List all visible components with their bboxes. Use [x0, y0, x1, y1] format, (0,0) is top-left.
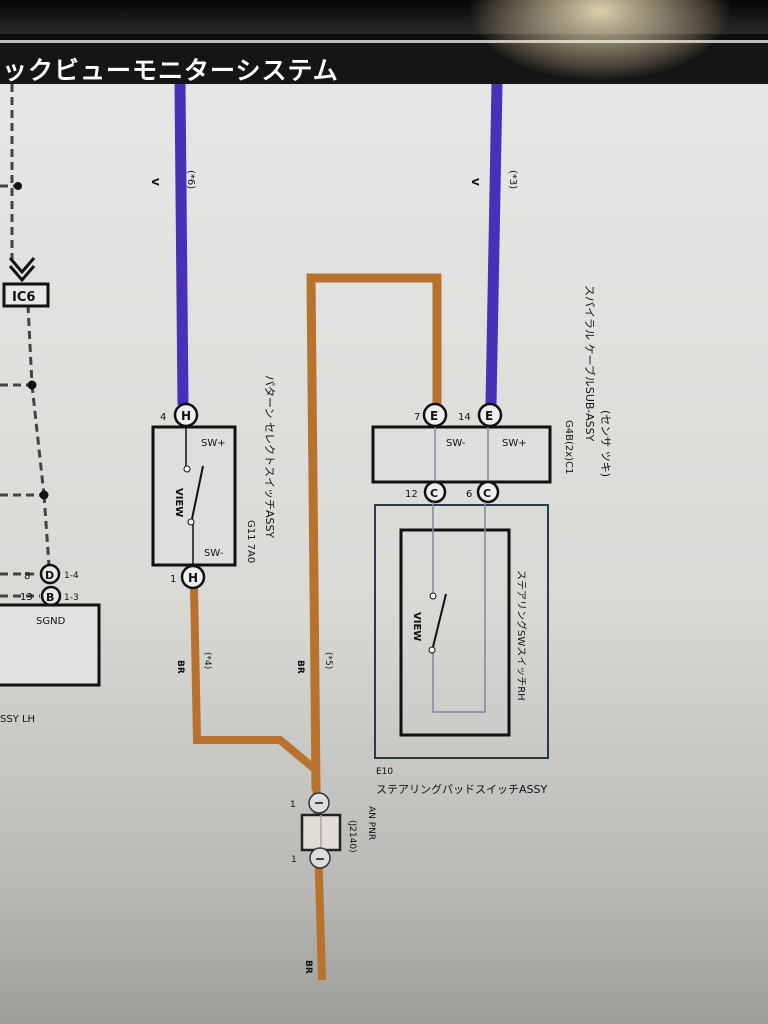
steering-pad-switch: VIEW ステアリングSWスイッチRH E10 ステアリングパッドスイッチASS…: [374, 502, 549, 796]
diagram-svg: IC6 8 D 1-4 13 B 1-3 SGND SSY LH V (*6) …: [0, 83, 612, 981]
part-name: ステアリングパッドスイッチASSY: [376, 782, 547, 796]
wiring-diagram: IC6 8 D 1-4 13 B 1-3 SGND SSY LH V (*6) …: [0, 83, 768, 1024]
part-name: パターン セレクトスイッチASSY: [263, 375, 276, 538]
connector-label: H: [188, 571, 198, 585]
connector-label: E: [430, 409, 438, 423]
part-code: E10: [376, 767, 393, 777]
left-dashed-circuit: [0, 84, 51, 598]
chevron-down-icon: [8, 257, 36, 283]
pattern-select-switch: SW+ SW- VIEW 4 H 1 H G11 7A0 パターン セレクトスイ…: [151, 375, 276, 590]
purple-wire-right: [485, 83, 503, 406]
wire-color-code: V: [469, 178, 480, 186]
sw-minus-label: SW-: [204, 548, 224, 559]
wire-note: (*6): [185, 170, 196, 189]
title-bar: ックビューモニターシステム: [0, 40, 768, 87]
part-name: AN PNR: [366, 806, 376, 840]
connector-label: H: [181, 409, 191, 423]
sw-plus-label: SW+: [502, 438, 527, 449]
wire-note: (*5): [323, 652, 333, 669]
pin-number: 1: [291, 855, 297, 865]
spiral-cable: SW- SW+ 7 E 14 E 12 C 6 C G4B(2x)C1 スパイラ…: [371, 285, 612, 504]
wire-color-code: BR: [295, 660, 305, 674]
connector-label: B: [46, 591, 54, 604]
pin-number: 14: [458, 412, 471, 423]
sgnd-label: SGND: [36, 616, 66, 627]
monitor-bezel: [0, 0, 768, 34]
brown-wire-left: [190, 587, 326, 981]
junction-connector: 1 1 (J2140) AN PNR: [290, 792, 376, 869]
switch-contact: [432, 593, 447, 648]
wire-color-code: V: [149, 178, 160, 186]
part-name: スパイラル ケーブルSUB-ASSY: [583, 285, 597, 442]
view-label: VIEW: [173, 488, 184, 517]
pin-number: 1: [170, 574, 176, 585]
purple-wire-left: [174, 83, 189, 406]
sw-minus-label: SW-: [446, 438, 466, 449]
window-title: ックビューモニターシステム: [2, 56, 339, 85]
pin-number: 13: [20, 592, 33, 603]
ic6-label: IC6: [12, 290, 35, 305]
part-code: G11 7A0: [245, 520, 256, 563]
wire-note: (*4): [202, 652, 212, 669]
pin-number: 8: [24, 571, 30, 582]
view-label: VIEW: [411, 612, 422, 641]
wire-color-code: BR: [303, 960, 313, 974]
part-code: G4B(2x)C1: [563, 420, 574, 474]
pin-ref: 1-3: [64, 593, 79, 603]
sw-plus-label: SW+: [201, 438, 226, 449]
pin-ref: 1-4: [64, 571, 79, 581]
connector-label: C: [483, 487, 491, 500]
connector-label: E: [485, 409, 493, 423]
pin-number: 1: [290, 800, 296, 810]
pin-number: 12: [405, 489, 418, 500]
wire-color-code: BR: [175, 660, 185, 674]
pin-number: 6: [466, 489, 472, 500]
part-subname: (センサ ツキ): [599, 410, 612, 477]
assy-caption: SSY LH: [0, 714, 35, 725]
ic6-box: [2, 282, 50, 308]
brown-wire-mid: [306, 273, 442, 791]
pin-number: 4: [160, 412, 166, 423]
wire-note: (*3): [507, 170, 518, 189]
switch-contact: [191, 465, 204, 520]
pin-number: 7: [414, 412, 420, 423]
part-name: ステアリングSWスイッチRH: [515, 570, 528, 701]
connector-label: C: [430, 487, 438, 500]
connector-label: D: [45, 569, 54, 582]
part-code: (J2140): [347, 820, 357, 853]
sgnd-box: [0, 603, 101, 687]
